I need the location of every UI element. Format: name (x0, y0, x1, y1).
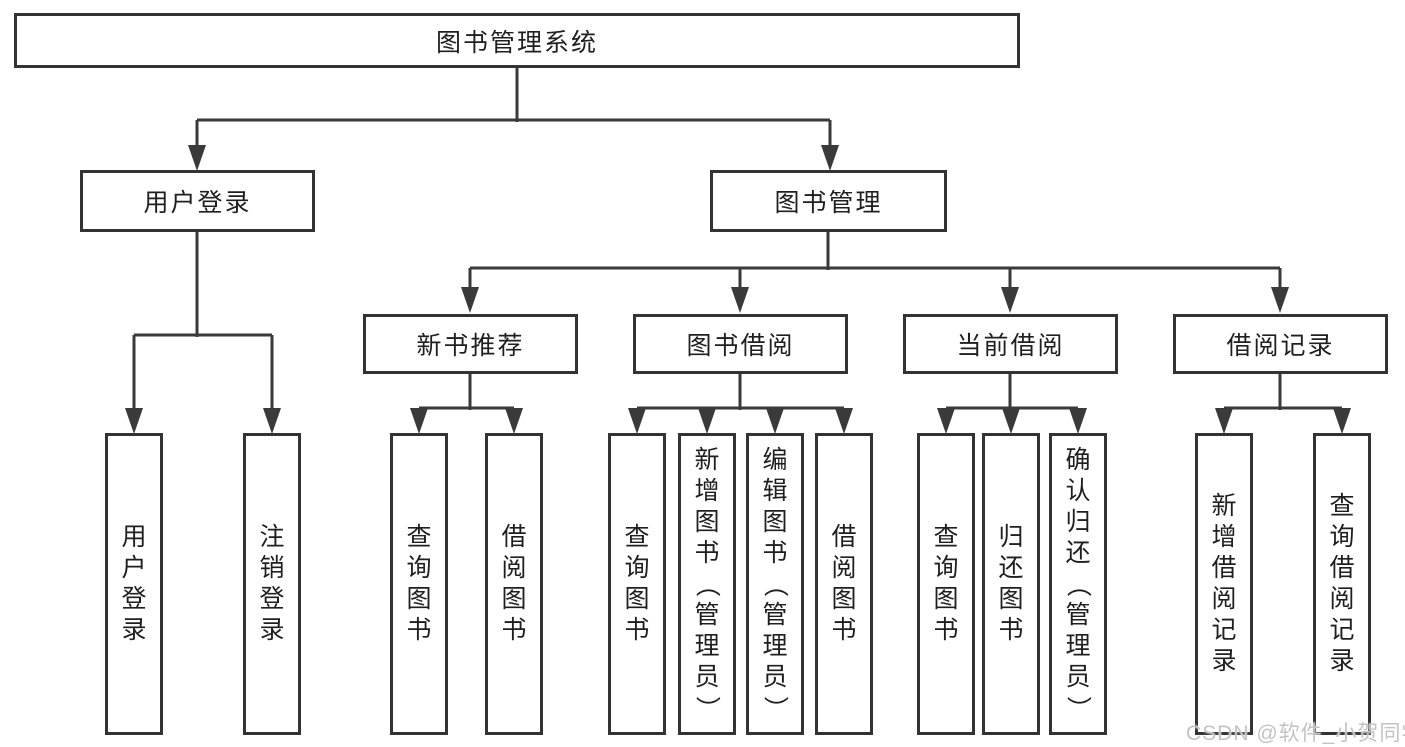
leaf-newbook-borrow-books-label: 借阅图书 (501, 523, 527, 644)
leaf-current-query-books-label: 查询图书 (933, 523, 959, 644)
arrowhead-icon (1001, 287, 1019, 313)
node-root: 图书管理系统 (14, 13, 1020, 68)
leaf-borrow-add-books-admin: 新增图书（管理员） (678, 433, 736, 735)
leaf-record-query-borrow-record-label: 查询借阅记录 (1329, 492, 1355, 675)
leaf-current-confirm-return-admin: 确认归还（管理员） (1049, 433, 1107, 735)
leaf-borrow-query-books-label: 查询图书 (624, 523, 650, 644)
node-user-login: 用户登录 (80, 170, 315, 232)
arrowhead-icon (410, 408, 428, 434)
connector-userlogin-to-leaves (132, 232, 274, 412)
arrowhead-icon (1069, 408, 1087, 434)
leaf-current-query-books: 查询图书 (917, 433, 975, 735)
arrowhead-icon (821, 145, 839, 171)
arrowhead-icon (698, 408, 716, 434)
leaf-user-login-label: 用户登录 (121, 523, 147, 644)
arrowhead-icon (1215, 408, 1233, 434)
leaf-borrow-borrow-books: 借阅图书 (815, 433, 873, 735)
arrowhead-icon (505, 408, 523, 434)
leaf-record-add-borrow-record: 新增借阅记录 (1195, 433, 1253, 735)
leaf-borrow-query-books: 查询图书 (608, 433, 666, 735)
leaf-newbook-borrow-books: 借阅图书 (485, 433, 543, 735)
leaf-logout-login: 注销登录 (243, 433, 301, 735)
connector-currentborrow-to-leaves (946, 374, 1078, 410)
arrowheads (125, 145, 1351, 434)
arrowhead-icon (766, 408, 784, 434)
node-borrow-record: 借阅记录 (1173, 314, 1388, 374)
leaf-user-login: 用户登录 (105, 433, 163, 735)
arrowhead-icon (125, 408, 143, 434)
connector-bookborrow-to-leaves (637, 374, 844, 410)
leaf-newbook-query-books-label: 查询图书 (406, 523, 432, 644)
leaf-record-add-borrow-record-label: 新增借阅记录 (1211, 492, 1237, 675)
arrowhead-icon (937, 408, 955, 434)
node-book-management: 图书管理 (710, 170, 947, 232)
arrowhead-icon (461, 287, 479, 313)
arrowhead-icon (263, 408, 281, 434)
connector-borrowrecord-to-leaves (1224, 374, 1342, 410)
arrowhead-icon (1333, 408, 1351, 434)
leaf-current-return-books-label: 归还图书 (998, 523, 1024, 644)
leaf-current-return-books: 归还图书 (982, 433, 1040, 735)
leaf-borrow-borrow-books-label: 借阅图书 (831, 523, 857, 644)
leaf-borrow-edit-books-admin-label: 编辑图书（管理员） (761, 445, 790, 721)
node-book-borrow: 图书借阅 (633, 314, 848, 374)
arrowhead-icon (628, 408, 646, 434)
arrowhead-icon (731, 287, 749, 313)
leaf-newbook-query-books: 查询图书 (390, 433, 448, 735)
leaf-borrow-add-books-admin-label: 新增图书（管理员） (693, 445, 722, 721)
connector-root-to-level1 (195, 67, 832, 150)
node-new-book-recommend: 新书推荐 (363, 314, 578, 374)
arrowhead-icon (188, 145, 206, 171)
leaf-borrow-edit-books-admin: 编辑图书（管理员） (746, 433, 804, 735)
connector-newbook-to-leaves (419, 374, 514, 410)
arrowhead-icon (1271, 287, 1289, 313)
arrowhead-icon (1002, 408, 1020, 434)
arrowhead-icon (835, 408, 853, 434)
leaf-current-confirm-return-admin-label: 确认归还（管理员） (1064, 445, 1093, 721)
leaf-logout-login-label: 注销登录 (259, 523, 285, 644)
watermark: CSDN @软件_小贺同学 (1186, 722, 1405, 745)
connector-bookmgmt-to-level2 (468, 232, 1282, 292)
node-current-borrow: 当前借阅 (903, 314, 1118, 374)
leaf-record-query-borrow-record: 查询借阅记录 (1313, 433, 1371, 735)
